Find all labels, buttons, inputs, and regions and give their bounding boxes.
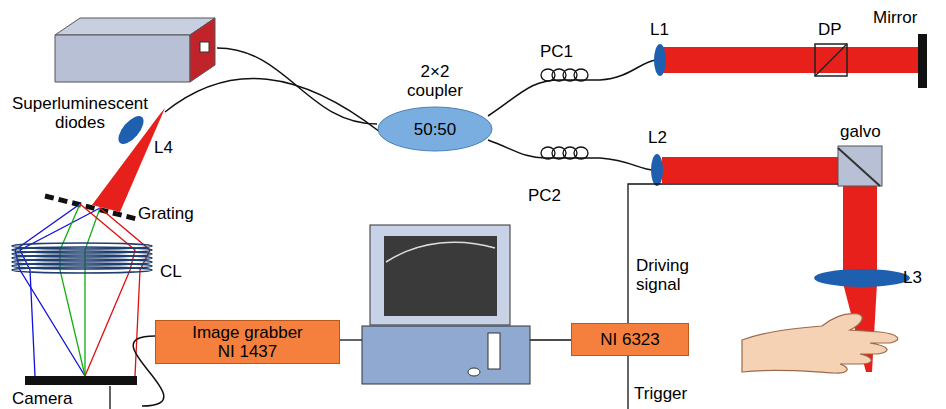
oct-surface	[386, 242, 495, 262]
sample-beam	[662, 157, 852, 183]
ref-beam	[662, 47, 922, 73]
part-label: L2	[648, 128, 667, 147]
spectrum-rays	[15, 204, 150, 376]
dispersion-plate	[815, 44, 847, 76]
part-label: PC1	[540, 42, 573, 61]
part-label: Mirror	[873, 8, 917, 27]
node-label: 50:50	[377, 120, 493, 139]
part-label: DP	[818, 20, 842, 39]
mirror	[918, 34, 927, 88]
light-source: Superluminescent diodes	[5, 14, 217, 132]
fiber-sample	[488, 140, 654, 170]
part-label: PC2	[528, 186, 561, 205]
fiber-ref	[488, 60, 656, 116]
camera-wire	[109, 386, 110, 409]
camera-sensor	[25, 376, 137, 385]
part-label: L3	[903, 268, 922, 287]
fiber-l4	[165, 79, 380, 132]
node-label: Superluminescent diodes	[5, 94, 155, 132]
node-label: Camera	[12, 389, 72, 408]
drive-slot	[488, 333, 500, 369]
power-button	[468, 368, 480, 376]
hand	[742, 314, 898, 373]
grabber-pc-wire	[340, 339, 362, 340]
sld-side	[190, 18, 215, 82]
driving-wire	[628, 184, 838, 323]
part-label: galvo	[840, 122, 881, 141]
oct-image	[384, 236, 497, 316]
optical-fiber	[217, 48, 377, 124]
lens-l4	[114, 112, 148, 148]
camera: Camera	[10, 372, 142, 408]
trigger-wire	[627, 356, 628, 409]
part-label: L4	[154, 138, 173, 157]
galvo-diagonal	[838, 148, 880, 186]
node-label: NI 6323	[600, 330, 660, 349]
monitor	[370, 225, 510, 325]
daq-card: NI 6323	[571, 323, 689, 356]
part-label: L1	[650, 20, 669, 39]
camera-lens	[12, 243, 152, 273]
down-beam	[843, 183, 877, 275]
sld-top	[55, 18, 215, 35]
polarization-coils	[541, 69, 588, 159]
lens-l2	[651, 154, 663, 186]
node-label: Image grabber NI 1437	[183, 323, 313, 361]
dp-diagonal	[815, 44, 847, 76]
lens-l3	[814, 269, 910, 287]
grating	[45, 196, 137, 219]
fiber-coupler: 2×2 coupler 50:50	[377, 62, 493, 152]
part-label: Trigger	[634, 384, 687, 403]
computer-case	[362, 326, 530, 384]
part-label: Grating	[138, 204, 194, 223]
galvo-mirror	[838, 146, 882, 186]
lens-l1	[654, 44, 666, 76]
part-label: CL	[160, 262, 182, 281]
node-heading: 2×2 coupler	[400, 62, 470, 100]
part-label: Driving signal	[636, 256, 698, 294]
sld-front	[55, 35, 190, 82]
sld-port	[200, 42, 209, 52]
pc-daq-wire	[530, 339, 571, 340]
image-grabber: Image grabber NI 1437	[155, 320, 340, 364]
